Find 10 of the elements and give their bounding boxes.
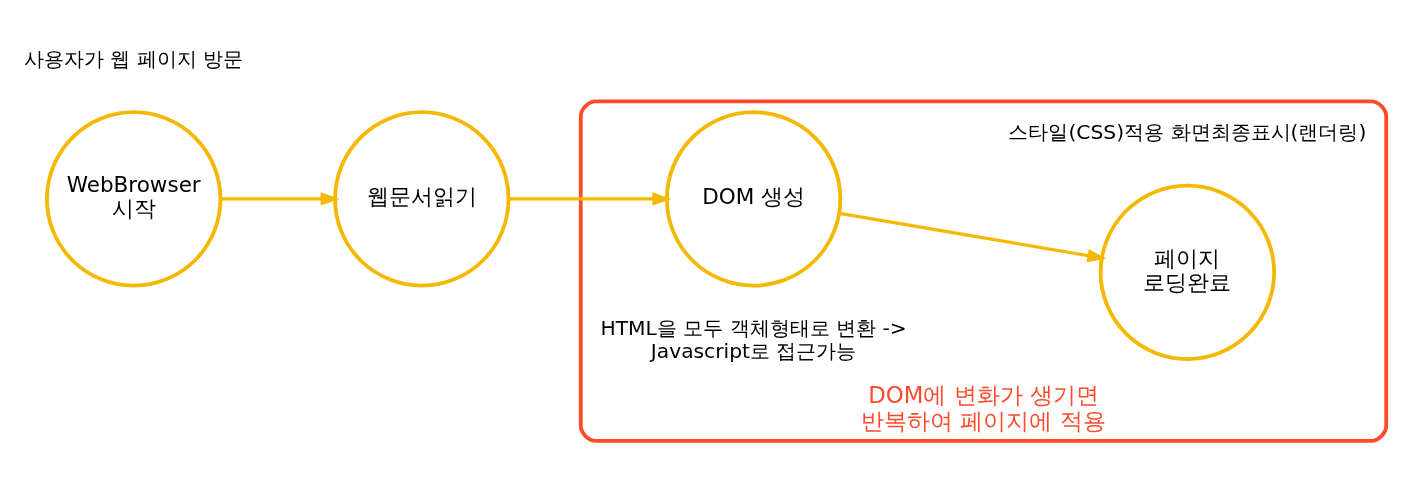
arrow	[508, 191, 672, 206]
node-circle: 웹문서읽기	[333, 109, 511, 288]
node-circle: DOM 생성	[664, 109, 843, 288]
node-label: HTML을 모두 객체형태로 변환 -> Javascript로 접근가능	[600, 315, 907, 363]
node-circle: 페이지 로딩완료	[1098, 183, 1277, 361]
node-circle: WebBrowser 시작	[45, 109, 223, 288]
arrow	[839, 211, 1107, 262]
node-label: 스타일(CSS)적용 화면최종표시(랜더링)	[1008, 119, 1367, 144]
arrow	[220, 191, 340, 206]
node-label: 사용자가 웹 페이지 방문	[24, 46, 244, 71]
